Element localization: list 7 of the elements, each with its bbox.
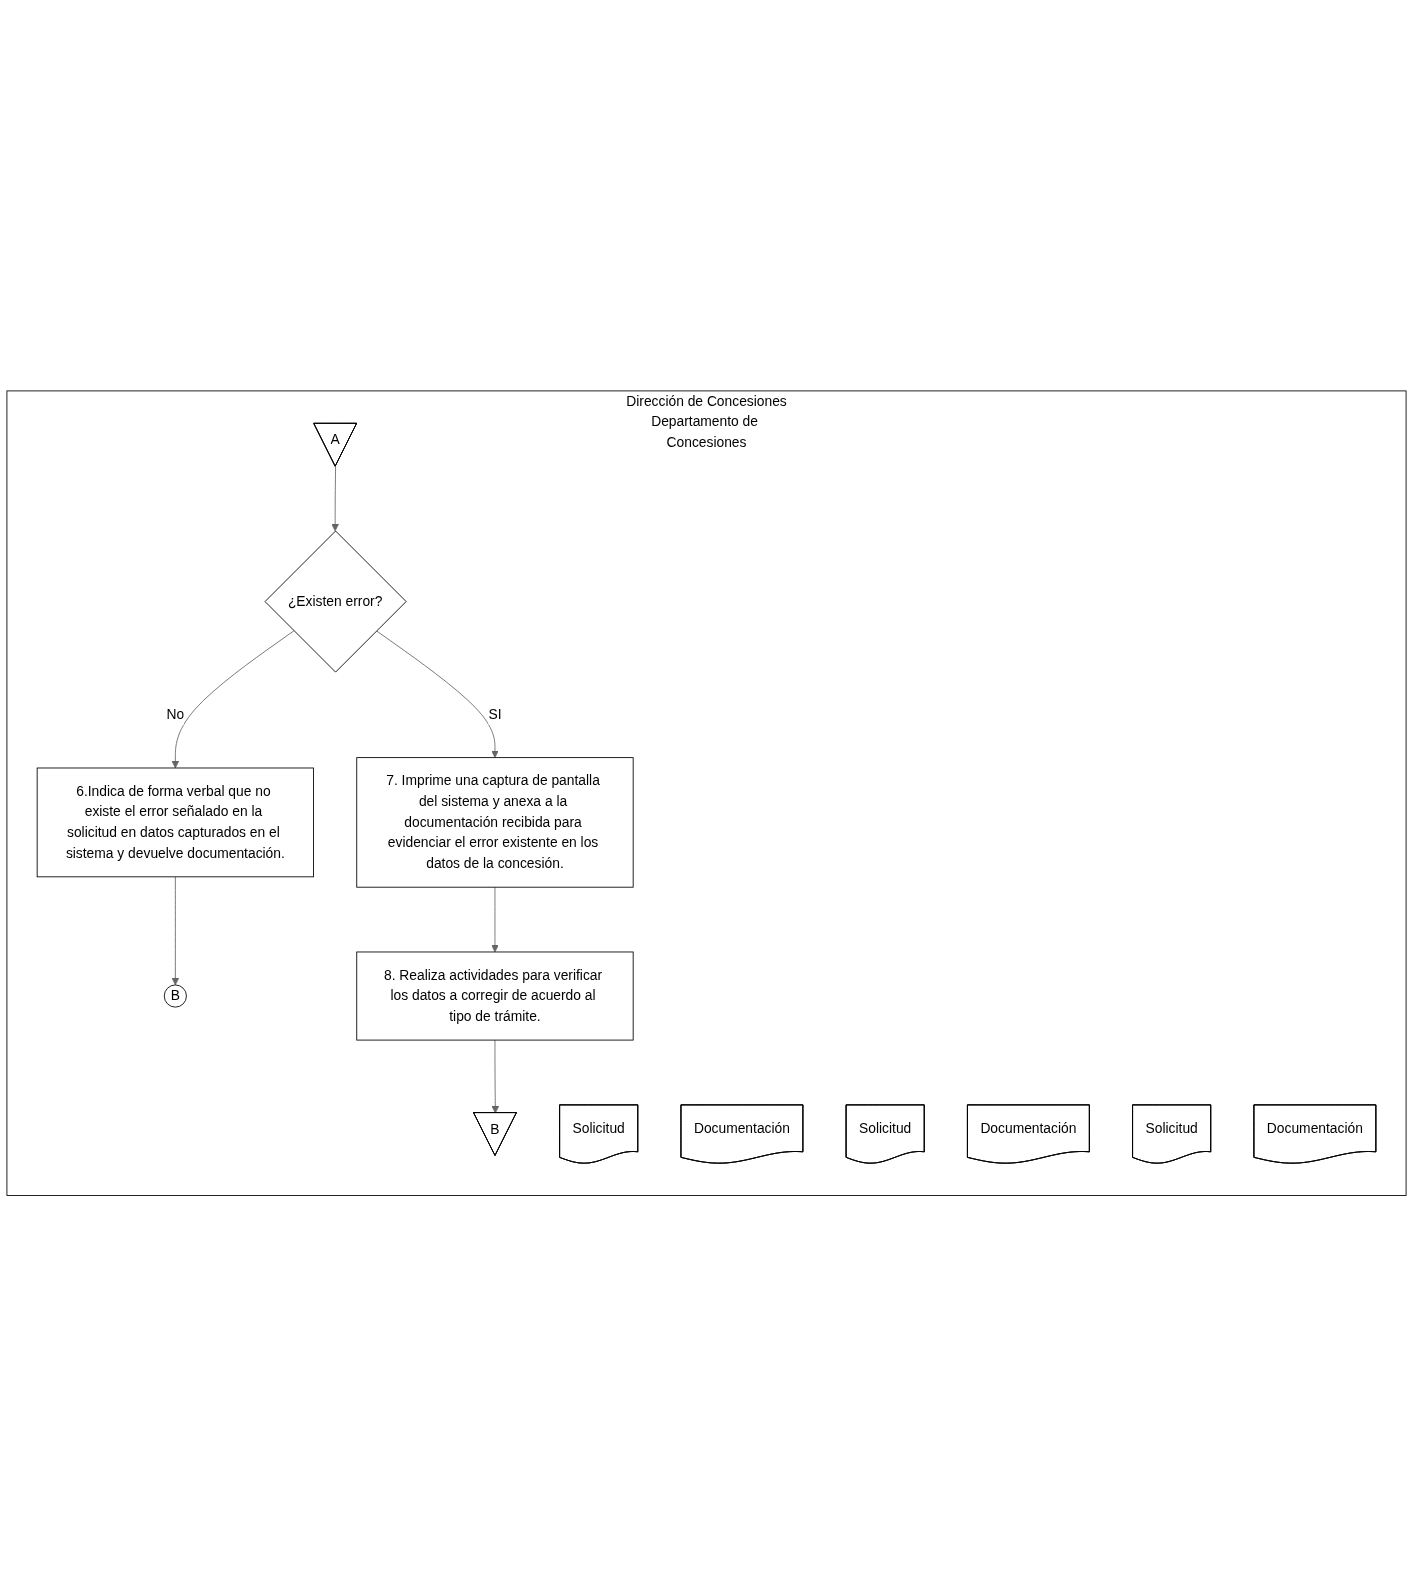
node-box: 8. Realiza actividades para verificar los datos a corregir de acuerdo al tipo de trámite. xyxy=(356,951,634,1041)
edge-label: SI xyxy=(488,707,502,723)
node-circle: B xyxy=(163,984,187,1008)
node-box: 6.Indica de forma verbal que no existe el error señalado en la solicitud en datos capturados en el sistema y devuelve documentación. xyxy=(36,767,314,878)
edge-label: No xyxy=(166,707,185,723)
node-box: 7. Imprime una captura de pantalla del sistema y anexa a la documentación recibida para evidenciar el error existente en los datos de la concesión. xyxy=(356,757,634,888)
node-diamond: ¿Existen error? xyxy=(264,530,407,673)
